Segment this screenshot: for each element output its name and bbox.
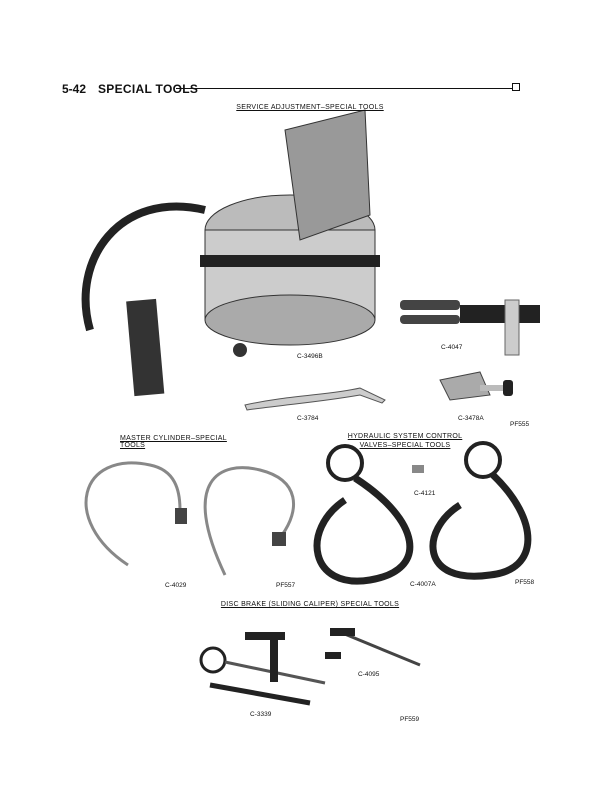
- header-rule: [176, 88, 512, 89]
- disc-brake-tools-illustration: [199, 628, 421, 706]
- tool-label: C-4095: [358, 671, 380, 678]
- section-heading-service-adjustment: SERVICE ADJUSTMENT–SPECIAL TOOLS: [236, 104, 384, 111]
- page-title: SPECIAL TOOLS: [98, 82, 199, 96]
- section-heading-hydraulic-line2: VALVES–SPECIAL TOOLS: [359, 442, 451, 449]
- tool-label: C-4047: [441, 344, 463, 351]
- section-heading-hydraulic-line1: HYDRAULIC SYSTEM CONTROL: [347, 433, 463, 440]
- master-cylinder-tubes-illustration: [84, 461, 295, 576]
- section-heading-master-cylinder: MASTER CYLINDER–SPECIAL TOOLS: [120, 435, 227, 449]
- tubing-cutter-illustration: [439, 371, 513, 401]
- flaring-tool-illustration: [400, 299, 540, 356]
- tool-label: C-3339: [250, 711, 272, 718]
- page-number: 5-42: [62, 82, 87, 96]
- hydraulic-gauges-illustration: [313, 441, 532, 585]
- header-end-box: [512, 83, 520, 91]
- figure-code: PF558: [515, 579, 535, 586]
- section-heading-disc-brake: DISC BRAKE (SLIDING CALIPER) SPECIAL TOO…: [220, 601, 400, 608]
- tool-label: C-4029: [165, 582, 187, 589]
- figure-code: PF555: [510, 421, 530, 428]
- tool-label: C-3478A: [458, 415, 484, 422]
- pressure-bleeder-tank-illustration: [81, 109, 380, 397]
- tool-label: C-3784: [297, 415, 319, 422]
- brake-spoon-illustration: [244, 387, 386, 411]
- tool-label: C-4007A: [410, 581, 436, 588]
- figure-code: PF559: [400, 716, 420, 723]
- tool-label: C-4121: [414, 490, 436, 497]
- figure-code: PF557: [276, 582, 296, 589]
- tool-label: C-3496B: [297, 353, 323, 360]
